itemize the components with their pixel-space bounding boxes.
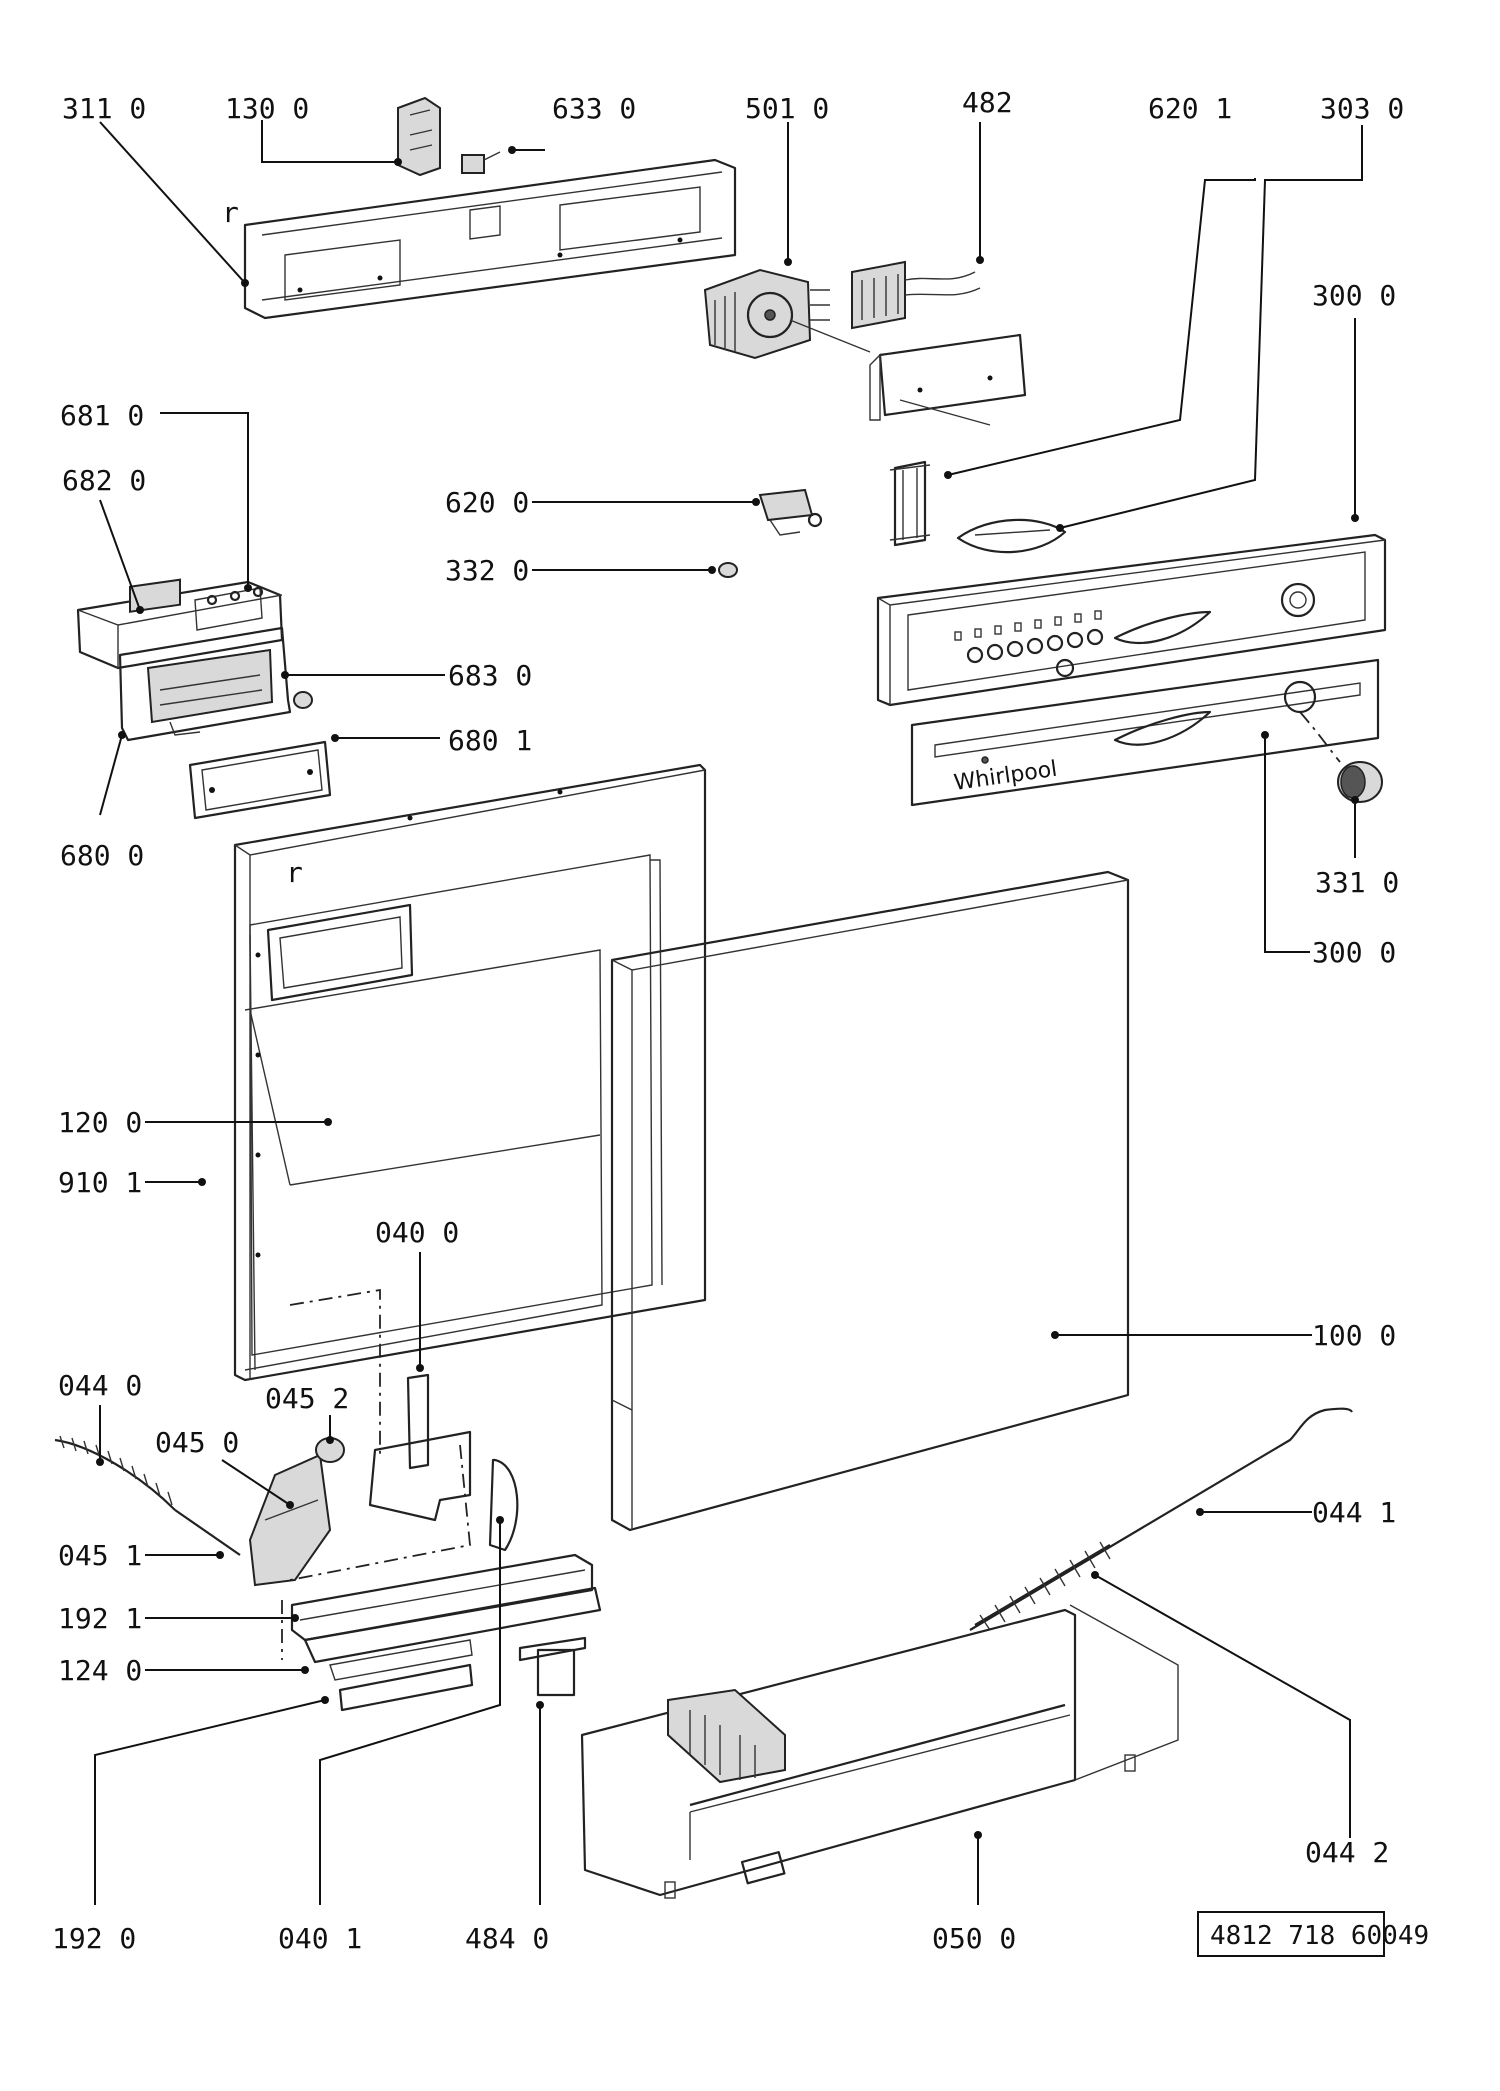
label-044-2: 044 2	[1305, 1836, 1389, 1869]
timer-drawing	[703, 268, 871, 360]
connector-block-drawing	[851, 260, 981, 330]
hinge-assembly-drawing	[248, 1373, 519, 1587]
knob-332-0-drawing	[718, 562, 738, 578]
label-680-1: 680 1	[448, 724, 532, 757]
label-311-0: 311 0	[62, 92, 146, 125]
label-910-1: 910 1	[58, 1166, 142, 1199]
micro-switch-drawing	[461, 151, 501, 174]
label-044-1: 044 1	[1312, 1496, 1396, 1529]
control-panel-upper-drawing	[876, 533, 1387, 707]
label-130-0: 130 0	[225, 92, 309, 125]
label-620-1: 620 1	[1148, 92, 1232, 125]
outer-door-panel-drawing	[610, 870, 1130, 1532]
filter-pack	[667, 1688, 786, 1784]
timer-bracket-drawing	[869, 333, 1027, 426]
dispenser-assembly-drawing	[76, 578, 313, 742]
knob-331-0-drawing	[1299, 711, 1383, 803]
mark-r-lower: r	[286, 856, 303, 889]
label-303-0: 303 0	[1320, 92, 1404, 125]
indicator-row	[954, 610, 1104, 678]
holder-620-1-drawing	[889, 460, 931, 547]
label-045-1: 045 1	[58, 1539, 142, 1572]
top-bracket-drawing	[243, 158, 737, 320]
label-484-0: 484 0	[465, 1922, 549, 1955]
label-682-0: 682 0	[62, 464, 146, 497]
label-683-0: 683 0	[448, 659, 532, 692]
label-192-0: 192 0	[52, 1922, 136, 1955]
part-labels: 311 0 130 0 633 0 501 0 482 620 1 303 0 …	[52, 86, 1404, 1955]
label-501-0: 501 0	[745, 92, 829, 125]
label-482: 482	[962, 86, 1013, 119]
label-332-0: 332 0	[445, 554, 529, 587]
lever-303-0-drawing	[956, 518, 1067, 554]
label-300-0-top: 300 0	[1312, 279, 1396, 312]
label-300-0-bottom: 300 0	[1312, 936, 1396, 969]
reference-number-box: 4812 718 60049	[1197, 1911, 1429, 1957]
gasket-680-1-drawing	[188, 740, 332, 820]
label-331-0: 331 0	[1315, 866, 1399, 899]
label-050-0: 050 0	[932, 1922, 1016, 1955]
control-panel-lower-drawing: Whirlpool	[910, 658, 1380, 807]
label-620-0: 620 0	[445, 486, 529, 519]
label-045-0: 045 0	[155, 1426, 239, 1459]
label-192-1: 192 1	[58, 1602, 142, 1635]
valve-620-0-drawing	[758, 488, 823, 536]
label-124-0: 124 0	[58, 1654, 142, 1687]
label-100-0: 100 0	[1312, 1319, 1396, 1352]
mark-r-upper: r	[222, 196, 239, 229]
spring-044-0-drawing	[54, 1435, 241, 1556]
label-120-0: 120 0	[58, 1106, 142, 1139]
bottom-rail-drawing	[281, 1553, 602, 1712]
label-044-0: 044 0	[58, 1369, 142, 1402]
svg-text:Whirlpool: Whirlpool	[952, 757, 1058, 796]
spring-rod-drawing	[969, 1407, 1353, 1631]
label-040-0: 040 0	[375, 1216, 459, 1249]
label-633-0: 633 0	[552, 92, 636, 125]
label-681-0: 681 0	[60, 399, 144, 432]
switch-bracket-drawing	[397, 96, 441, 177]
label-045-2: 045 2	[265, 1382, 349, 1415]
kick-plate-drawing	[580, 1604, 1179, 1899]
label-680-0: 680 0	[60, 839, 144, 872]
clip-484-0-drawing	[518, 1636, 587, 1697]
leader-lines	[94, 120, 1363, 1905]
label-040-1: 040 1	[278, 1922, 362, 1955]
inner-door-frame-drawing	[233, 763, 707, 1455]
reference-number: 4812 718 60049	[1210, 1921, 1429, 1951]
